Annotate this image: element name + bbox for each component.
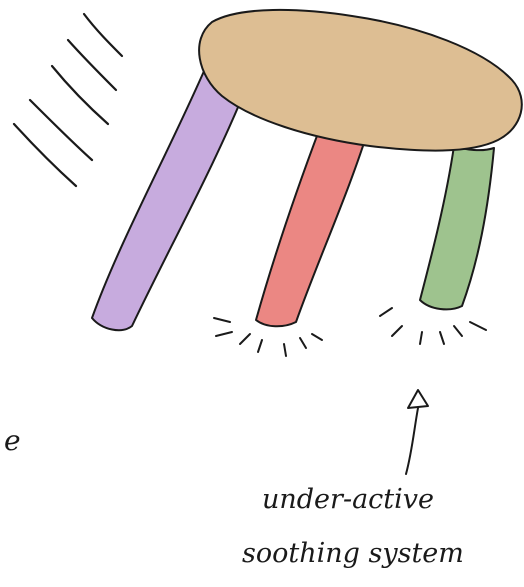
motion-line [68, 40, 116, 90]
motion-line [84, 14, 122, 56]
caption-line-2: soothing system [242, 538, 464, 569]
up-arrow-icon [406, 390, 428, 474]
motion-line [14, 124, 76, 186]
arrow-shaft [406, 408, 418, 474]
stool-seat [199, 10, 522, 151]
leg-left [92, 62, 250, 330]
emphasis-marks-right [380, 308, 486, 344]
motion-lines [14, 14, 122, 186]
leg-right [420, 146, 494, 309]
edge-letter: e [4, 424, 21, 457]
arrow-head [408, 390, 428, 408]
caption-line-1: under-active [262, 484, 434, 515]
